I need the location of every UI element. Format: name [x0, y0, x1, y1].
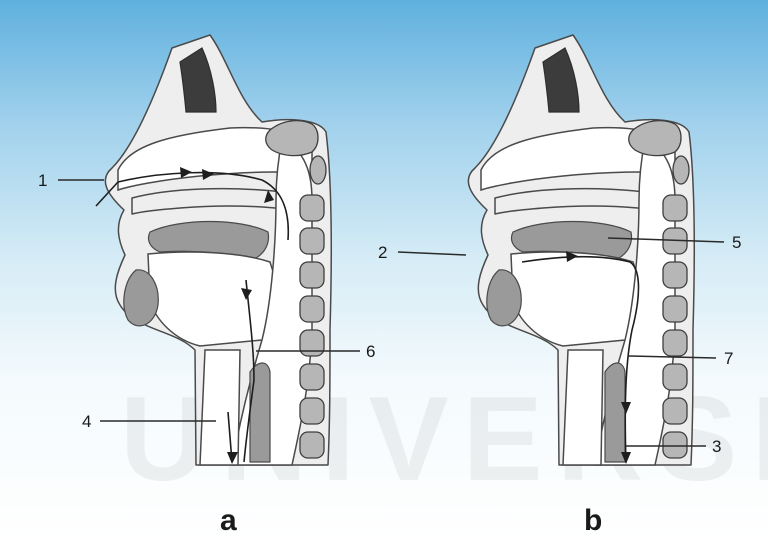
label-3: 3 [712, 437, 721, 456]
esophagus-b [605, 363, 625, 462]
label-7: 7 [724, 349, 733, 368]
vertebrae-a [300, 156, 326, 458]
panel-label-b: b [584, 504, 602, 537]
trachea-b [563, 350, 603, 465]
label-6: 6 [366, 342, 375, 361]
trachea-a [200, 350, 240, 465]
label-2: 2 [378, 243, 387, 262]
label-1: 1 [38, 171, 47, 190]
esophagus-a [250, 363, 270, 462]
vertebrae-b [663, 156, 689, 458]
label-5: 5 [732, 233, 741, 252]
label-4: 4 [82, 412, 91, 431]
leader-2 [398, 252, 466, 255]
panel-label-a: a [220, 504, 237, 537]
